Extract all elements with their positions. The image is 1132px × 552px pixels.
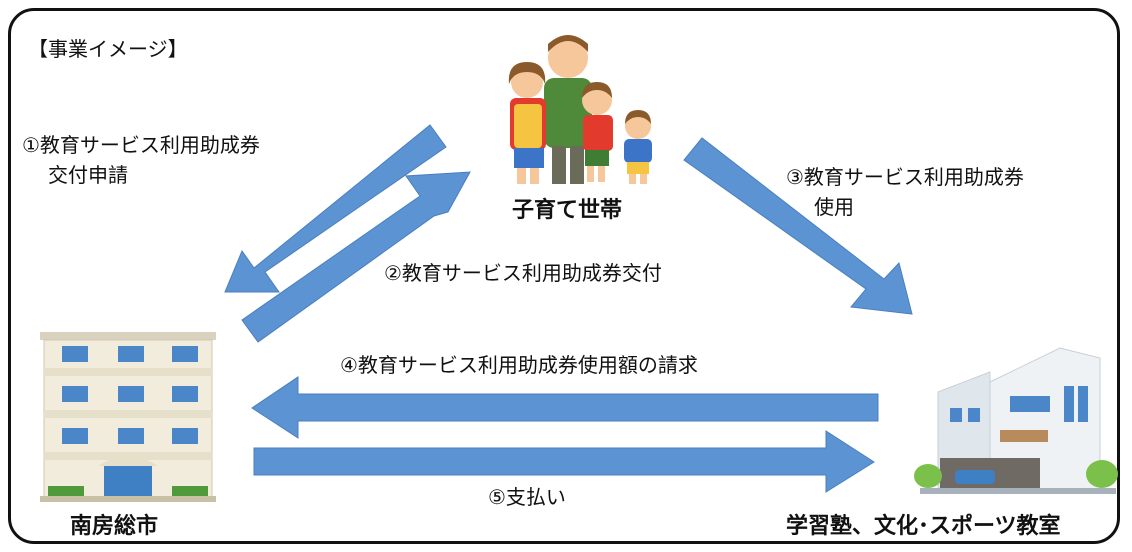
step-1-label-cont: 交付申請 — [48, 163, 128, 187]
step-3-label: ③教育サービス利用助成券 — [786, 165, 1024, 189]
diagram-frame — [8, 8, 1120, 544]
arrow-1-apply — [224, 124, 447, 293]
step-2-label: ②教育サービス利用助成券交付 — [384, 261, 662, 285]
diagram-title: 【事業イメージ】 — [28, 37, 188, 61]
arrow-2-issue — [241, 171, 471, 343]
step-3-label-cont: 使用 — [814, 195, 854, 219]
step-5-label: ⑤支払い — [488, 485, 566, 509]
node-family-label: 子育て世帯 — [512, 198, 623, 223]
arrow-4-claim — [251, 376, 879, 439]
node-city-label: 南房総市 — [70, 514, 159, 539]
step-4-label: ④教育サービス利用助成券使用額の請求 — [340, 353, 698, 377]
arrow-3-use — [683, 137, 913, 315]
arrow-5-payment — [253, 430, 875, 493]
step-1-label: ①教育サービス利用助成券 — [22, 133, 260, 157]
node-school-label: 学習塾、文化･スポーツ教室 — [786, 514, 1061, 539]
